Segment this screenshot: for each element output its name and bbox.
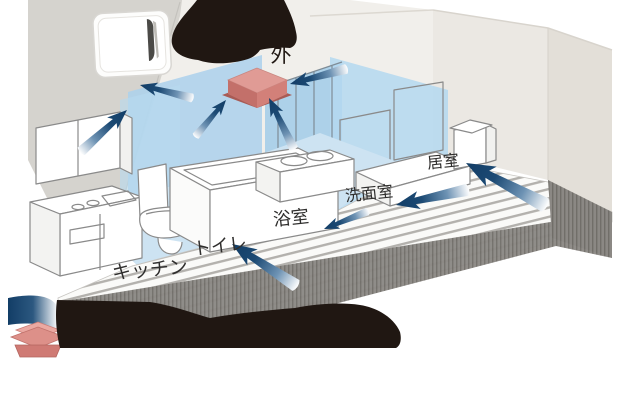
wall-vent-icon [92,9,172,79]
label-washroom: 洗面室 [344,182,394,206]
legend-fan-icon [8,295,67,358]
washroom-vanity [255,149,355,203]
kitchen-cabinets [29,111,143,277]
title-visible-fragment: 外 [271,43,292,67]
floor-shadow [58,180,612,342]
redacted-legend-text-blob [56,300,401,348]
exhaust-fan-unit-icon [222,67,292,108]
storage-box [449,119,497,170]
label-bathroom: 浴室 [272,206,310,231]
room-labels: キッチン トイレ 浴室 洗面室 居室 [111,150,460,284]
redacted-title-blob [171,0,297,64]
label-living-room: 居室 [426,150,460,172]
